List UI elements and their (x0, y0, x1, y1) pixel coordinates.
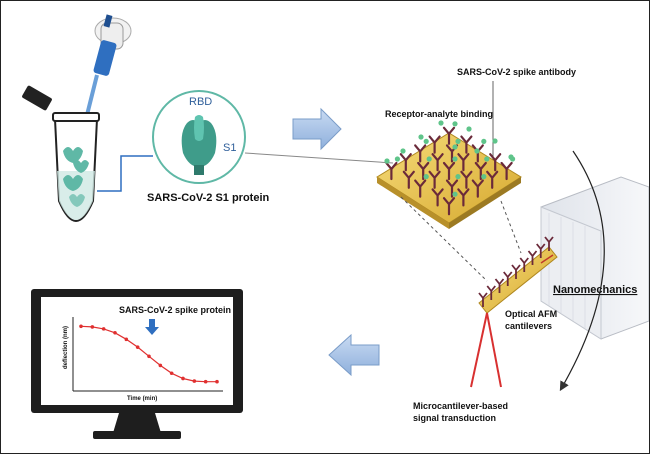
spike-antibody-label: SARS-CoV-2 spike antibody (457, 67, 576, 77)
screen-chart-title: SARS-CoV-2 spike protein (119, 305, 231, 315)
antibody-icon (474, 161, 487, 181)
ligand-dot (438, 120, 444, 126)
projection-line-left (400, 196, 488, 282)
ligand-dot (455, 174, 461, 180)
antibody-icon (478, 292, 488, 307)
antibody-icon (486, 170, 499, 189)
ligand-dot (400, 148, 406, 154)
antibody-icon (442, 161, 456, 181)
s1-protein-caption: SARS-CoV-2 S1 protein (147, 192, 270, 204)
nanomechanics-block (540, 176, 649, 340)
antibody-icon (500, 161, 513, 181)
chart-points (79, 324, 219, 384)
ligand-dot (452, 121, 458, 127)
ligand-dot (474, 148, 480, 154)
antibody-array (384, 120, 516, 216)
left-arrow-icon (328, 333, 380, 377)
ligand-dot (508, 154, 514, 160)
antibody-icon (431, 153, 444, 172)
binding-label: Receptor-analyte binding (385, 109, 493, 119)
laser-beam (470, 312, 502, 388)
chart-y-axis-label: deflection (nm) (63, 326, 69, 369)
transduction-label-line2: signal transduction (413, 413, 496, 423)
antibody-icon (402, 170, 415, 189)
chart-point (124, 337, 129, 342)
antibody-icon (536, 243, 546, 258)
ligand-dot (455, 138, 461, 144)
antibody-icon (486, 285, 496, 300)
antibody-icon (431, 188, 444, 207)
chart-point (147, 354, 151, 359)
antibody-icon (511, 264, 521, 279)
chart-point (79, 324, 83, 329)
antibody-icon (442, 126, 456, 145)
chart-point (135, 345, 140, 349)
antibody-icon (414, 179, 427, 198)
ligand-dot (452, 191, 458, 197)
antibody-icon (503, 271, 513, 286)
antibody-icon (414, 144, 427, 163)
projection-line-right (500, 200, 522, 254)
ligand-dot (423, 138, 429, 144)
ligand-dot (384, 158, 390, 164)
antibody-icon (494, 278, 505, 293)
ligand-dot (423, 174, 429, 180)
right-arrow-icon (292, 107, 342, 151)
ligand-dot (481, 174, 487, 180)
chart-point (192, 379, 197, 383)
antibody-icon (457, 153, 470, 172)
nanomechanics-label: Nanomechanics (553, 284, 637, 296)
antibody-icon (385, 161, 398, 181)
test-tube-icon (22, 85, 100, 222)
antibody-icon (399, 153, 412, 172)
s1-protein-icon (181, 115, 217, 175)
ligand-dot (426, 156, 432, 162)
protein-to-surface-line (244, 152, 394, 164)
chart-point (113, 330, 117, 335)
tube-to-protein-line (97, 155, 153, 192)
antibody-icon (428, 170, 441, 189)
transduction-label-line1: Microcantilever-based (413, 401, 508, 411)
chart-point (181, 376, 185, 381)
antibody-icon (527, 250, 538, 265)
antibody-icon (417, 161, 430, 181)
antibody-icon (442, 197, 456, 216)
ligand-dot (481, 138, 487, 144)
s1-protein-circle: RBD S1 (152, 90, 246, 184)
antibody-icon (460, 135, 473, 154)
antibody-icon (544, 236, 554, 251)
chart-point (215, 379, 219, 384)
cantilever-antibody-array (478, 236, 554, 307)
curved-flow-arrow (559, 150, 605, 392)
antibody-icon (457, 188, 470, 207)
antibody-icon (519, 257, 529, 272)
chart-x-axis-label: Time (min) (127, 396, 157, 402)
rbd-label: RBD (189, 96, 212, 108)
chart-point (203, 379, 208, 384)
ligand-dot (394, 156, 400, 162)
optical-afm-label-line1: Optical AFM (505, 309, 557, 319)
screen-chart: SARS-CoV-2 spike protein deflection (nm)… (63, 305, 231, 402)
optical-afm-label-line2: cantilevers (505, 321, 552, 331)
chart-point (90, 325, 95, 329)
screen-down-arrow-icon (145, 319, 159, 335)
ligand-dot (492, 138, 498, 144)
antibody-icon (460, 170, 473, 189)
ligand-dot (466, 126, 472, 132)
ligand-dot (484, 156, 490, 162)
ligand-dot (452, 156, 458, 162)
s1-label: S1 (223, 142, 236, 154)
antibody-icon (489, 153, 502, 172)
chart-point (158, 363, 163, 368)
chart-point (101, 327, 106, 331)
cantilever-icon (478, 246, 558, 314)
ligand-dot (418, 134, 424, 140)
chart-point (169, 371, 174, 376)
antibody-icon (471, 179, 484, 198)
antibody-icon (428, 135, 441, 154)
ligand-dot (452, 144, 458, 150)
antibody-icon (445, 179, 459, 198)
